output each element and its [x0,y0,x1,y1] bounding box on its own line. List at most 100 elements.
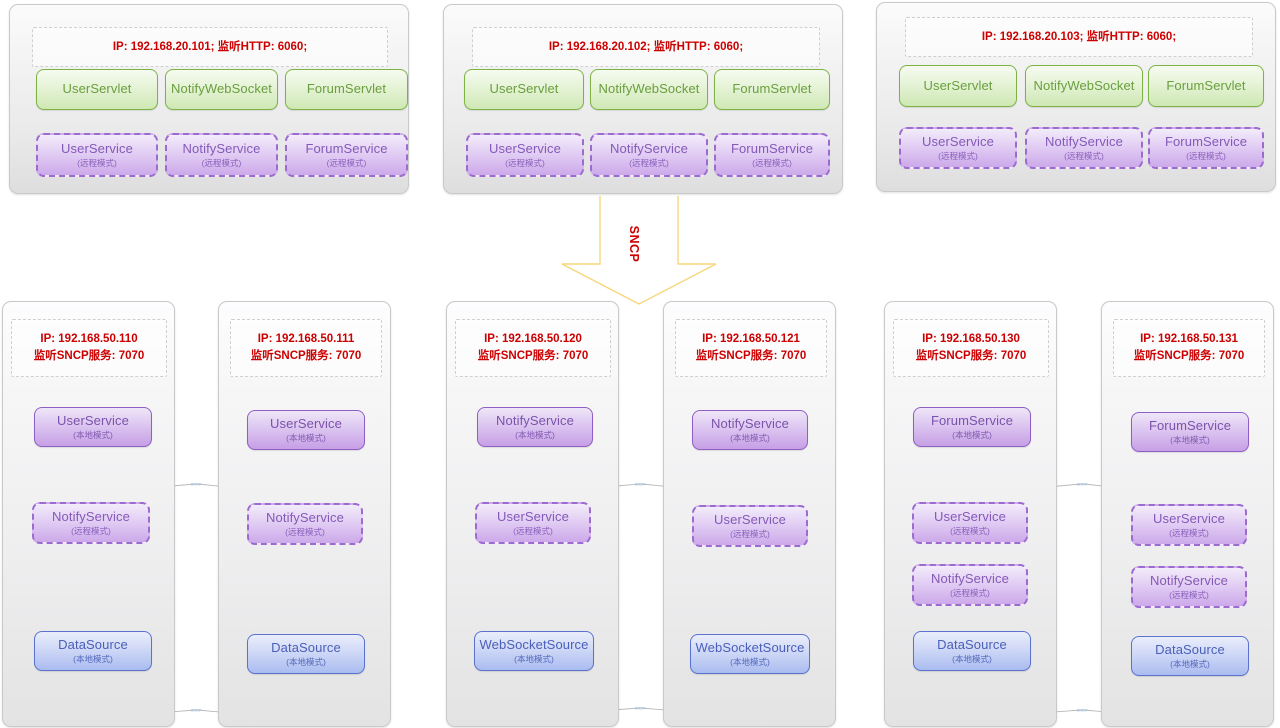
ip-line-address: IP: 192.168.50.121 [702,333,800,345]
component-name: WebSocketSource [479,636,589,652]
component-mode: (本地模式) [1170,658,1210,669]
component-box-userservice[interactable]: UserService (本地模式) [247,410,365,450]
component-mode: (远程模式) [1169,527,1209,538]
component-name: NotifyService [182,140,261,156]
component-box-forumservice[interactable]: ForumService (本地模式) [913,407,1031,447]
ip-line-port: 监听SNCP服务: 7070 [915,350,1027,362]
ip-line-address: IP: 192.168.50.111 [257,333,355,345]
component-name: UserServlet [489,81,559,97]
component-box-notifyservice[interactable]: NotifyService (远程模式) [912,564,1028,606]
component-mode: (本地模式) [730,432,770,443]
component-name: UserService [922,133,994,149]
link-label: SNCP [190,481,202,487]
component-box-forumservice[interactable]: ForumService (远程模式) [714,133,830,177]
component-name: ForumService [930,412,1014,428]
component-mode: (远程模式) [752,157,792,168]
component-name: DataSource [58,636,128,652]
ip-header: IP: 192.168.50.130 监听SNCP服务: 7070 [893,319,1049,377]
component-box-userservice[interactable]: UserService (远程模式) [912,502,1028,544]
component-name: ForumService [1164,133,1248,149]
ip-line-port: 监听SNCP服务: 7070 [1133,350,1245,362]
ip-line: IP: 192.168.20.101; 监听HTTP: 6060; [112,40,308,53]
component-box-forumservlet[interactable]: ForumServlet [285,69,408,110]
link-label: SNCP [1076,481,1088,487]
component-box-userservlet[interactable]: UserServlet [464,69,584,110]
component-name: ForumServlet [732,81,812,97]
component-box-notifyservice[interactable]: NotifyService (远程模式) [32,502,150,544]
component-box-userservice[interactable]: UserService (本地模式) [34,407,152,447]
ip-line-address: IP: 192.168.50.110 [40,333,138,345]
component-box-userservice[interactable]: UserService (远程模式) [466,133,584,177]
service-node-panel: IP: 192.168.50.121 监听SNCP服务: 7070 Notify… [663,301,836,727]
component-name: NotifyService [496,412,574,428]
component-box-notifyservice[interactable]: NotifyService (远程模式) [165,133,278,177]
component-box-notifyservice[interactable]: NotifyService (远程模式) [1131,566,1247,608]
component-mode: (本地模式) [286,432,326,443]
component-box-userservice[interactable]: UserService (远程模式) [899,127,1017,169]
ip-line-port: 监听SNCP服务: 7070 [33,350,145,362]
component-box-userservice[interactable]: UserService (远程模式) [475,502,591,544]
component-box-userservice[interactable]: UserService (远程模式) [692,505,808,547]
component-name: NotifyService [610,140,688,156]
component-mode: (本地模式) [1170,434,1210,445]
component-box-forumservice[interactable]: ForumService (远程模式) [285,133,408,177]
component-name: UserService [497,508,569,524]
component-box-forumservlet[interactable]: ForumServlet [714,69,830,110]
app-server-panel: IP: 192.168.20.102; 监听HTTP: 6060; UserSe… [443,4,843,194]
link-label: SNCP [1076,707,1088,713]
component-mode: (本地模式) [514,653,554,664]
ip-line-address: IP: 192.168.50.120 [484,333,582,345]
component-box-notifyservice[interactable]: NotifyService (远程模式) [1025,127,1143,169]
ip-line-port: 监听SNCP服务: 7070 [477,350,589,362]
component-box-websocketsource[interactable]: WebSocketSource (本地模式) [690,634,810,674]
component-box-notifywebsocket[interactable]: NotifyWebSocket [165,69,278,110]
ip-header: IP: 192.168.50.121 监听SNCP服务: 7070 [675,319,827,377]
component-box-datasource[interactable]: DataSource (本地模式) [34,631,152,671]
component-box-userservlet[interactable]: UserServlet [899,65,1017,107]
component-name: NotifyWebSocket [598,81,700,97]
component-box-notifyservice[interactable]: NotifyService (远程模式) [590,133,708,177]
app-server-panel: IP: 192.168.20.103; 监听HTTP: 6060; UserSe… [876,2,1276,192]
component-mode: (远程模式) [201,157,242,168]
service-node-panel: IP: 192.168.50.131 监听SNCP服务: 7070 ForumS… [1101,301,1274,727]
component-name: ForumServlet [1166,77,1246,93]
component-box-datasource[interactable]: DataSource (本地模式) [247,634,365,674]
component-name: NotifyService [1045,133,1123,149]
service-node-panel: IP: 192.168.50.111 监听SNCP服务: 7070 UserSe… [218,301,391,727]
component-box-userservice[interactable]: UserService (远程模式) [36,133,158,177]
component-box-userservice[interactable]: UserService (远程模式) [1131,504,1247,546]
component-name: UserService [57,412,129,428]
component-name: UserService [489,140,561,156]
component-box-notifyservice[interactable]: NotifyService (远程模式) [247,503,363,545]
component-name: NotifyWebSocket [1033,77,1135,93]
component-mode: (远程模式) [1169,589,1209,600]
service-node-panel: IP: 192.168.50.130 监听SNCP服务: 7070 ForumS… [884,301,1057,727]
link-label: SNCP [634,705,646,711]
component-box-forumservice[interactable]: ForumService (本地模式) [1131,412,1249,452]
component-box-datasource[interactable]: DataSource (本地模式) [913,631,1031,671]
component-name: DataSource [271,639,341,655]
component-mode: (远程模式) [77,157,117,168]
ip-header: IP: 192.168.20.102; 监听HTTP: 6060; [472,27,820,67]
component-mode: (远程模式) [1064,150,1104,161]
component-box-forumservice[interactable]: ForumService (远程模式) [1148,127,1264,169]
component-box-datasource[interactable]: DataSource (本地模式) [1131,636,1249,676]
component-name: ForumService [305,140,388,156]
component-mode: (远程模式) [950,587,990,598]
component-name: UserService [934,508,1006,524]
component-name: NotifyWebSocket [171,81,272,97]
component-name: NotifyService [931,570,1009,586]
component-box-forumservlet[interactable]: ForumServlet [1148,65,1264,107]
component-box-websocketsource[interactable]: WebSocketSource (本地模式) [474,631,594,671]
link-label: SNCP [190,707,202,713]
component-box-notifyservice[interactable]: NotifyService (本地模式) [477,407,593,447]
ip-header: IP: 192.168.50.131 监听SNCP服务: 7070 [1113,319,1265,377]
component-box-userservlet[interactable]: UserServlet [36,69,158,110]
component-box-notifywebsocket[interactable]: NotifyWebSocket [590,69,708,110]
component-box-notifyservice[interactable]: NotifyService (本地模式) [692,410,808,450]
component-name: NotifyService [1150,572,1228,588]
component-box-notifywebsocket[interactable]: NotifyWebSocket [1025,65,1143,107]
component-name: WebSocketSource [695,639,805,655]
component-name: NotifyService [52,508,130,524]
